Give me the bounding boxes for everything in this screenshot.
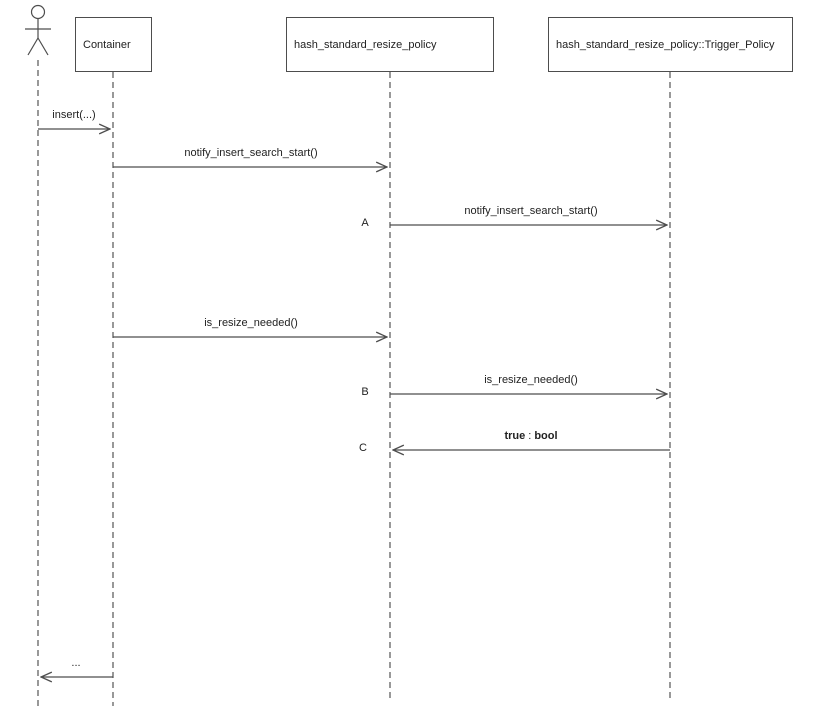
return-value: true xyxy=(504,430,526,442)
message-label-notify-insert-search-start-2: notify_insert_search_start() xyxy=(464,205,598,217)
message-label-return-ellipsis: ... xyxy=(71,657,81,669)
participant-trigger-policy-label: hash_standard_resize_policy::Trigger_Pol… xyxy=(556,38,775,51)
participant-trigger-policy: hash_standard_resize_policy::Trigger_Pol… xyxy=(548,17,793,72)
actor-head xyxy=(30,4,46,20)
actor-leg-left xyxy=(27,37,39,56)
participant-container-label: Container xyxy=(83,38,131,51)
sequence-letter-c: C xyxy=(359,442,367,454)
participant-container: Container xyxy=(75,17,152,72)
return-type: bool xyxy=(534,430,558,442)
sequence-letter-a: A xyxy=(361,217,369,229)
message-label-notify-insert-search-start-1: notify_insert_search_start() xyxy=(184,147,318,159)
participant-resize-policy-label: hash_standard_resize_policy xyxy=(294,38,437,51)
message-label-is-resize-needed-1: is_resize_needed() xyxy=(204,317,298,329)
message-label-is-resize-needed-2: is_resize_needed() xyxy=(484,374,578,386)
message-label-insert: insert(...) xyxy=(52,109,96,121)
actor-leg-right xyxy=(37,37,49,56)
participant-resize-policy: hash_standard_resize_policy xyxy=(286,17,494,72)
message-label-return-true-bool: true:bool xyxy=(504,429,557,443)
sequence-letter-b: B xyxy=(361,386,369,398)
actor-figure xyxy=(25,4,51,56)
return-separator: : xyxy=(528,430,532,442)
